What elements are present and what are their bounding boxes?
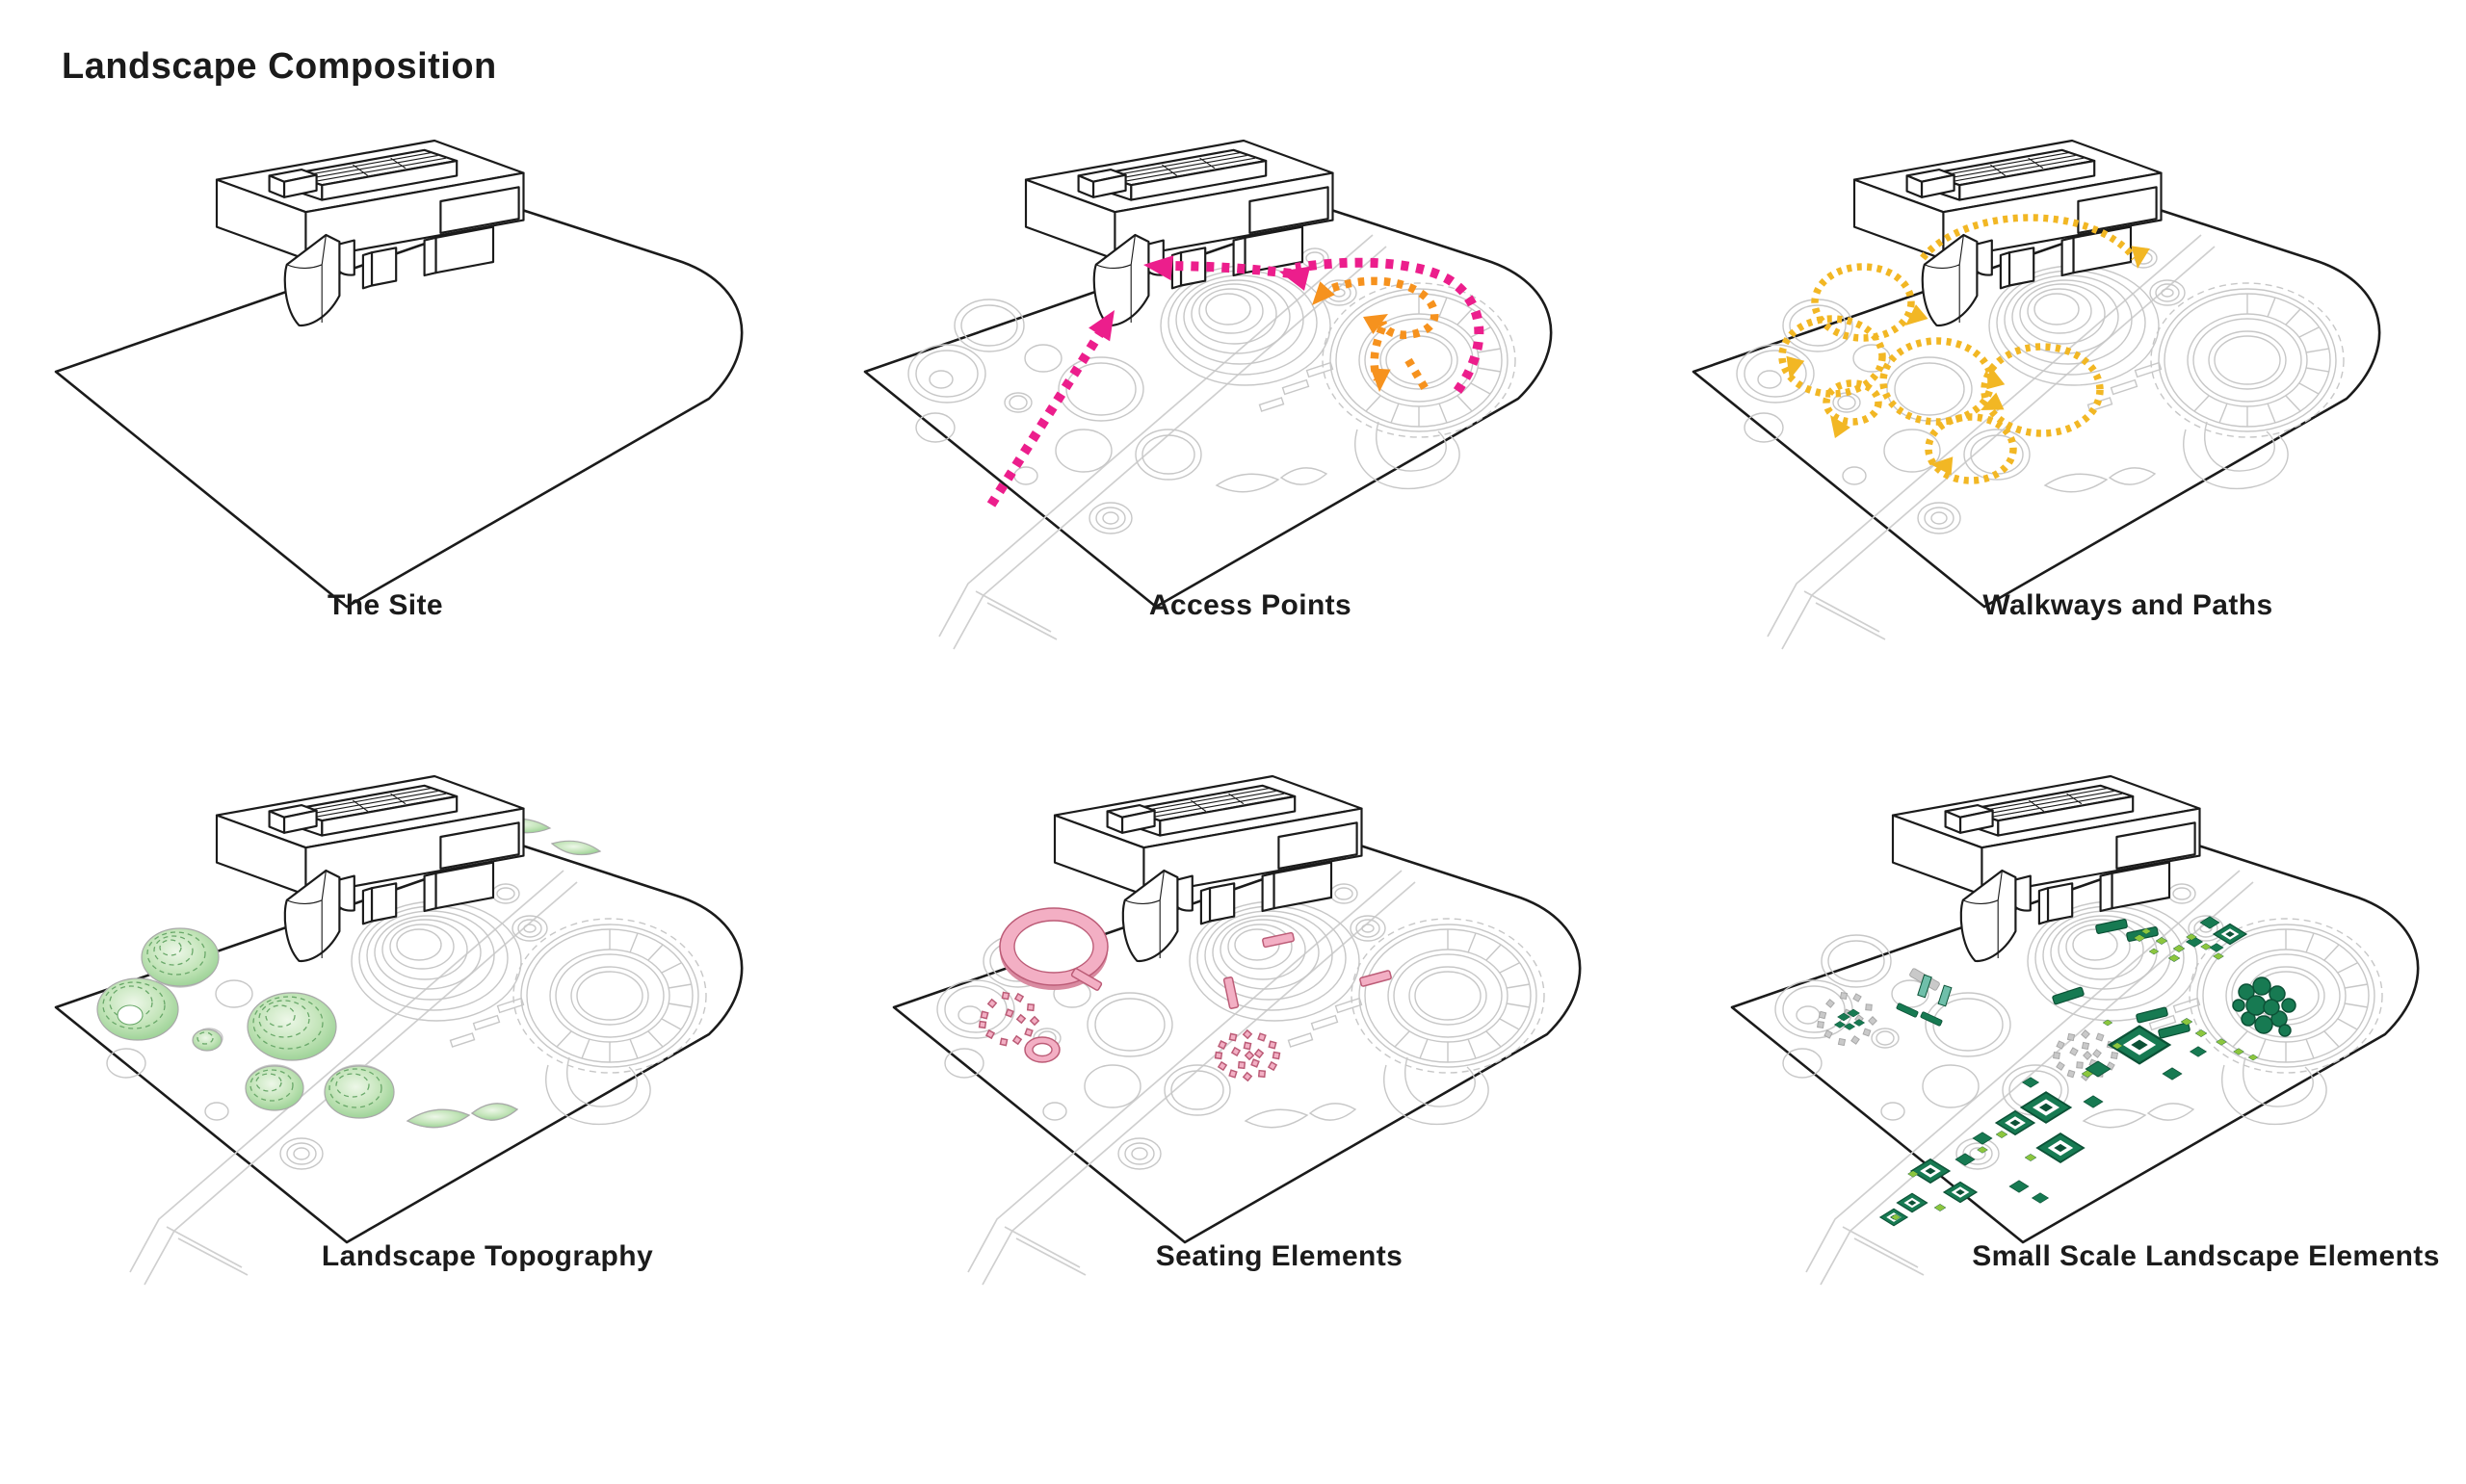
- label-small-scale-landscape-elements: Small Scale Landscape Elements: [1972, 1240, 2440, 1272]
- panel-small-scale-landscape-elements: [1730, 774, 2420, 1286]
- tree-cluster: [2232, 976, 2296, 1037]
- label-walkways-and-paths: Walkways and Paths: [1982, 589, 2273, 621]
- panel-access-points: [863, 139, 1553, 650]
- panel-landscape-topography: [54, 774, 744, 1286]
- site-outline: [892, 844, 1582, 1244]
- page-title: Landscape Composition: [62, 46, 497, 87]
- label-the-site: The Site: [328, 589, 443, 621]
- site-outline: [1730, 844, 2420, 1244]
- site-outline: [54, 844, 744, 1244]
- site-outline: [1692, 208, 2381, 609]
- walkway-loops: [1778, 214, 2150, 484]
- topography-mounds: [96, 800, 602, 1129]
- panel-walkways-and-paths: [1692, 139, 2381, 650]
- label-landscape-topography: Landscape Topography: [321, 1240, 654, 1272]
- seating-overlay: [978, 907, 1393, 1081]
- label-access-points: Access Points: [1148, 589, 1352, 621]
- panel-seating-elements: [892, 774, 1582, 1286]
- access-arrows-orange: [1304, 276, 1439, 394]
- label-seating-elements: Seating Elements: [1155, 1240, 1404, 1272]
- access-arrows-pink: [986, 252, 1484, 508]
- small-elements-overlay: [1834, 916, 2296, 1227]
- site-outline: [54, 208, 744, 609]
